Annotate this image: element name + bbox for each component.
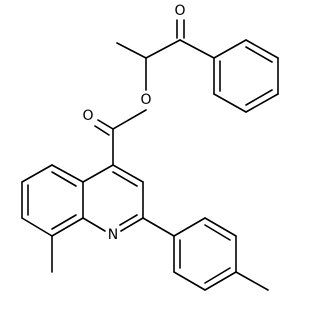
phenyl-ring	[213, 39, 279, 113]
benzo-bond-c8-c8a	[51, 217, 84, 237]
bond-tolyl-methyl	[235, 271, 269, 291]
pyr-bond-c2-n	[120, 217, 144, 232]
tolyl-bond-5	[173, 271, 206, 291]
benzo-inner-3	[51, 214, 77, 230]
bond-c2-tolyl	[142, 217, 175, 237]
phenyl-bond-1	[213, 39, 247, 59]
phenyl-bond-5	[213, 93, 247, 113]
chemical-structure: O O O N	[21, 3, 279, 291]
bond-ester-c-o-1	[97, 119, 114, 130]
bond-alpha-methyl	[116, 42, 147, 59]
tolyl-bond-4	[204, 271, 237, 291]
pyr-inner-2	[119, 214, 138, 226]
pyr-inner-1	[112, 171, 138, 187]
atom-label-ketone-oxygen: O	[174, 3, 185, 19]
tolyl-bond-1	[173, 217, 206, 237]
phenyl-bond-4	[245, 93, 279, 113]
pyr-bond-c4a-c4	[82, 164, 114, 183]
acyl-branch	[116, 19, 215, 91]
pyr-bond-n-c8a	[82, 217, 106, 232]
benzo-bond-c5-c6	[21, 164, 53, 183]
atom-label-ester-carbonyl-oxygen: O	[82, 108, 93, 124]
bond-ester-c-o-2	[94, 125, 110, 136]
bond-ketone-c-alpha	[145, 39, 181, 59]
tolyl-bond-2	[204, 217, 237, 237]
phenyl-bond-2	[245, 39, 279, 59]
ester-linkage	[94, 109, 147, 166]
benzo-bond-c4a-c5	[51, 164, 84, 183]
quinoline-pyridine-ring	[82, 164, 144, 232]
quinoline-benzo-ring	[21, 164, 84, 273]
phenyl-inner-2	[245, 46, 273, 63]
atom-label-quinoline-nitrogen: N	[108, 227, 118, 243]
bond-oester-carbonylc	[112, 109, 147, 130]
atom-label-ester-oxygen: O	[140, 92, 151, 108]
benzo-inner-1	[51, 171, 77, 187]
tolyl-inner-1	[204, 224, 231, 241]
bond-ketone-phenyl	[179, 39, 215, 59]
tolyl-ring	[142, 217, 269, 291]
phenyl-inner-3	[245, 89, 273, 106]
benzo-bond-c7-c8	[21, 217, 53, 237]
pyr-bond-c4-c3	[112, 164, 144, 183]
tolyl-inner-2	[204, 267, 231, 284]
